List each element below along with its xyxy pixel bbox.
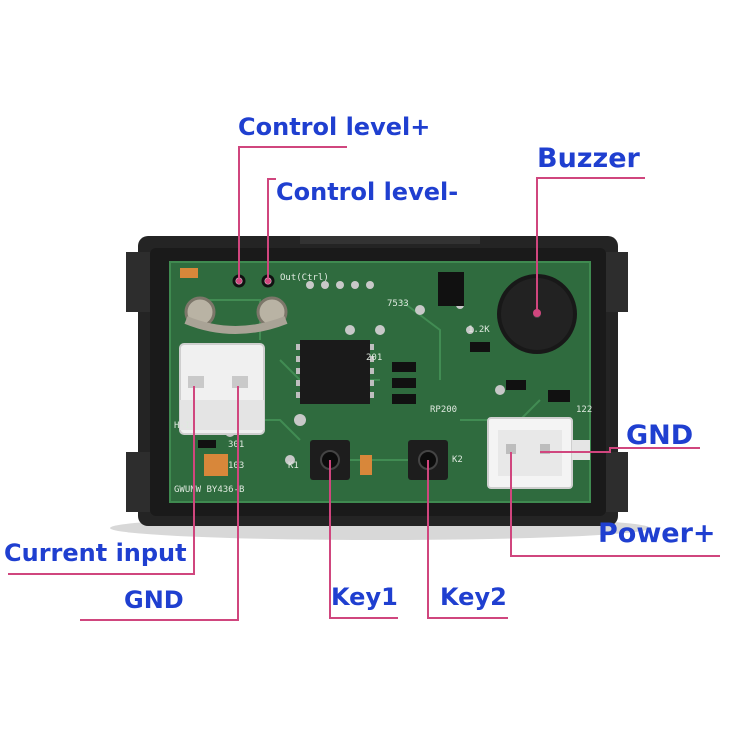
label-power-plus: Power+ [598, 518, 716, 549]
leader-key2 [427, 460, 508, 619]
silk-103: 103 [228, 461, 244, 471]
label-buzzer: Buzzer [537, 143, 640, 174]
silk-7533: 7533 [387, 299, 409, 309]
label-current-input: Current input [4, 539, 187, 567]
leader-control-plus [238, 146, 347, 278]
leader-power [510, 452, 720, 557]
ic-chip [300, 340, 370, 404]
leader-control-minus [267, 178, 276, 278]
label-control-level-minus: Control level- [276, 178, 459, 206]
silk-1-2k: 1.2K [468, 325, 490, 335]
label-gnd-left: GND [124, 586, 184, 614]
label-gnd-right: GND [626, 420, 694, 451]
label-control-level-plus: Control level+ [238, 113, 431, 141]
silk-201: 201 [366, 353, 382, 363]
leader-lines [8, 146, 720, 621]
leader-gnd-left [80, 386, 239, 621]
silk-122: 122 [576, 405, 592, 415]
leader-key1 [329, 460, 398, 619]
leader-buzzer [536, 177, 645, 310]
silk-k2: K2 [452, 455, 463, 465]
label-key2: Key2 [440, 583, 507, 611]
leader-current-input [8, 386, 195, 575]
input-connector [179, 343, 265, 435]
silk-out-ctrl: Out(Ctrl) [280, 273, 329, 283]
silk-hi: H-I [174, 421, 190, 431]
silk-301: 301 [228, 440, 244, 450]
label-key1: Key1 [331, 583, 398, 611]
silk-k1: K1 [288, 461, 299, 471]
silk-rp200: RP200 [430, 405, 457, 415]
pcb-board: GWUNW BY436-B 7533 K1 K2 Out(Ctrl) 1.2K … [169, 261, 592, 503]
terminal-screws [184, 296, 288, 334]
silk-part-number: GWUNW BY436-B [174, 485, 244, 495]
leader-gnd-right [540, 447, 700, 453]
